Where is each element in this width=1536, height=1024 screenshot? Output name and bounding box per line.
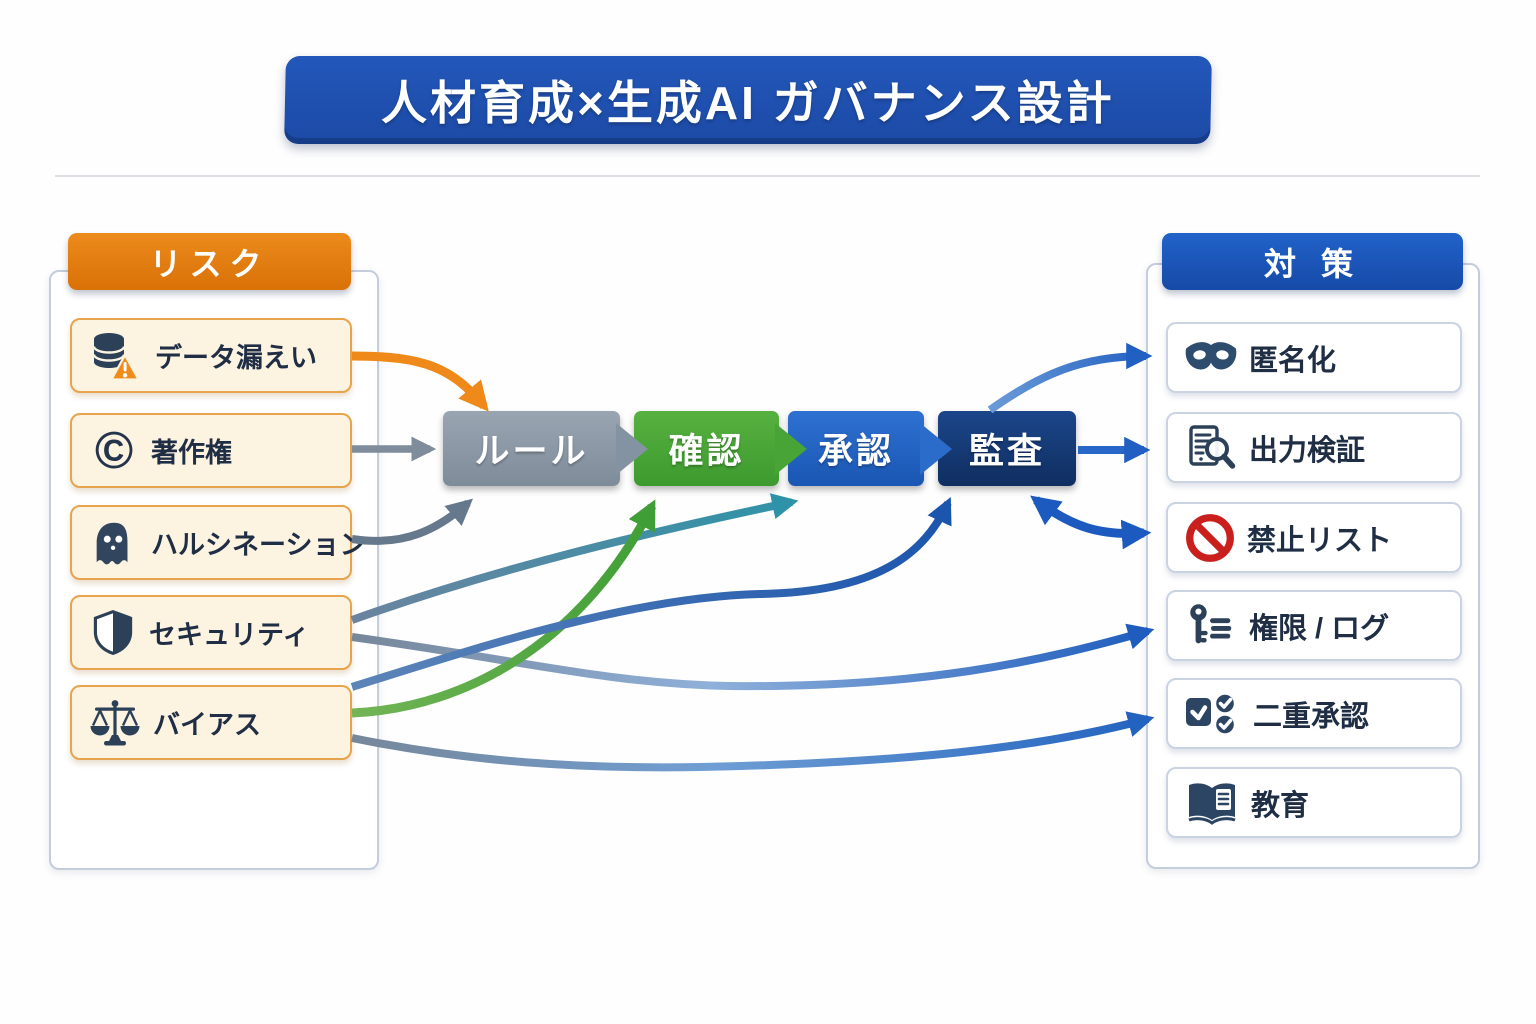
title-banner: 人材育成×生成AI ガバナンス設計 [284,56,1212,144]
flow-step-confirm: 確認 [634,411,779,486]
book-icon [1184,780,1240,826]
document-magnifier-icon [1184,422,1238,474]
ghost-icon [88,518,140,568]
flow-step-audit: 監査 [938,411,1076,486]
measure-item-education: 教育 [1166,767,1462,838]
measure-item-prohibited-list: 禁止リスト [1166,502,1462,573]
flow-step-approval: 承認 [788,411,924,486]
shield-icon [88,607,138,659]
measure-item-label: 禁止リスト [1247,524,1393,557]
risk-item-label: ハルシネーション [151,530,367,560]
double-check-icon [1184,689,1242,739]
measure-item-double-approval: 二重承認 [1166,678,1462,749]
connector-audit-prohibited-list-bidirectional [1030,495,1152,550]
connector-audit-to-anonymization [987,342,1153,414]
measure-item-label: 匿名化 [1249,344,1337,377]
divider-line [55,175,1480,177]
risk-panel-header: リスク [68,233,351,290]
measure-item-label: 教育 [1251,789,1310,822]
connector-bias-to-audit [350,497,952,691]
connector-bias-to-double-approval [351,711,1155,772]
risk-item-label: セキュリティ [149,620,310,650]
copyright-icon: © [94,421,134,480]
prohibition-icon [1184,512,1236,564]
flow-chevron-icon [616,423,648,475]
connector-bias-to-confirm [351,499,657,718]
mask-icon [1184,339,1238,377]
connector-security-to-permissions-log [351,623,1155,691]
risk-item-copyright: © 著作権 [70,413,352,488]
scales-icon [88,697,142,749]
connector-security-to-approval [350,493,799,624]
flow-chevron-icon [920,423,952,475]
risk-item-security: セキュリティ [70,595,352,670]
key-log-icon [1184,601,1238,651]
measure-item-permissions-log: 権限 / ログ [1166,590,1462,661]
measures-panel-header: 対 策 [1162,233,1463,290]
measure-item-anonymization: 匿名化 [1166,322,1462,393]
measure-item-label: 出力検証 [1249,434,1366,467]
risk-item-label: データ漏えい [155,343,317,373]
risk-item-label: 著作権 [151,438,232,468]
measure-item-label: 二重承認 [1253,700,1370,733]
risk-item-data-leak: データ漏えい [70,318,352,393]
risk-item-hallucination: ハルシネーション [70,505,366,580]
risk-item-bias: バイアス [70,685,352,760]
risk-item-label: バイアス [153,710,261,740]
flow-step-rules: ルール [443,411,620,486]
page-title: 人材育成×生成AI ガバナンス設計 [381,77,1115,129]
flow-chevron-icon [775,423,807,475]
measure-item-output-verification: 出力検証 [1166,412,1462,483]
measure-item-label: 権限 / ログ [1249,612,1390,645]
database-warning-icon [88,329,144,383]
